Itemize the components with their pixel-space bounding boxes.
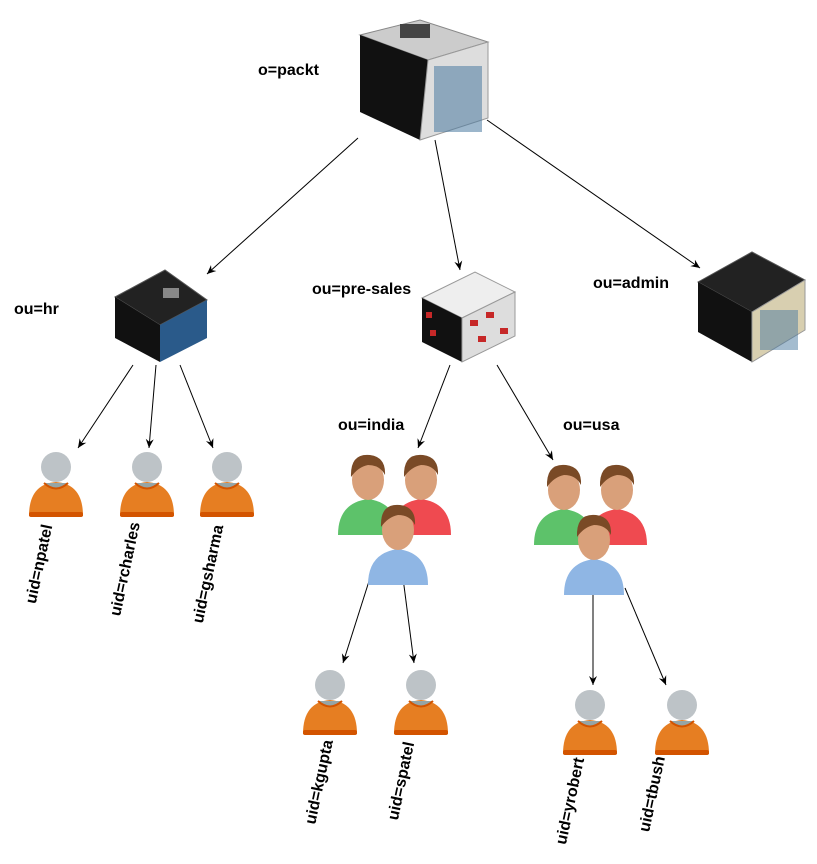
- user-label-yrobert: uid=yrobert: [553, 755, 588, 846]
- building-icon: [420, 271, 517, 363]
- user-icon-npatel: [28, 451, 84, 518]
- user-icon-spatel: [393, 669, 449, 736]
- subunit-label-india: ou=india: [338, 417, 404, 434]
- user-label-spatel: uid=spatel: [385, 740, 418, 821]
- edge-packt-hr: [206, 137, 359, 275]
- unit-label-admin: ou=admin: [593, 275, 669, 292]
- edge-presales-usa: [496, 364, 554, 461]
- user-label-rcharles: uid=rcharles: [107, 520, 144, 617]
- edge-hr-npatel: [77, 364, 134, 449]
- user-label-gsharma: uid=gsharma: [190, 523, 227, 624]
- user-label-npatel: uid=npatel: [23, 523, 56, 605]
- edge-packt-presales: [434, 139, 463, 271]
- user-icon-rcharles: [119, 451, 175, 518]
- unit-label-hr: ou=hr: [14, 301, 59, 318]
- user-label-tbush: uid=tbush: [636, 755, 669, 834]
- user-group-icon-usa: [534, 465, 647, 595]
- edge-packt-admin: [486, 119, 701, 269]
- subunit-label-usa: ou=usa: [563, 417, 620, 434]
- edge-india-spatel: [402, 577, 417, 664]
- user-group-icon-india: [338, 455, 451, 585]
- user-icon-kgupta: [302, 669, 358, 736]
- building-icon: [696, 251, 807, 363]
- unit-label-presales: ou=pre-sales: [312, 281, 411, 298]
- user-icon-yrobert: [562, 689, 618, 756]
- user-label-kgupta: uid=kgupta: [302, 738, 336, 826]
- edge-hr-gsharma: [179, 364, 214, 449]
- edge-usa-tbush: [624, 587, 667, 686]
- user-icon-tbush: [654, 689, 710, 756]
- edge-presales-india: [417, 364, 451, 449]
- edges: [77, 119, 701, 686]
- office-building-icon: [358, 19, 490, 141]
- user-icon-gsharma: [199, 451, 255, 518]
- edge-hr-rcharles: [145, 364, 157, 449]
- root-label: o=packt: [258, 62, 320, 79]
- building-icon: [114, 269, 208, 362]
- edge-india-kgupta: [341, 577, 371, 664]
